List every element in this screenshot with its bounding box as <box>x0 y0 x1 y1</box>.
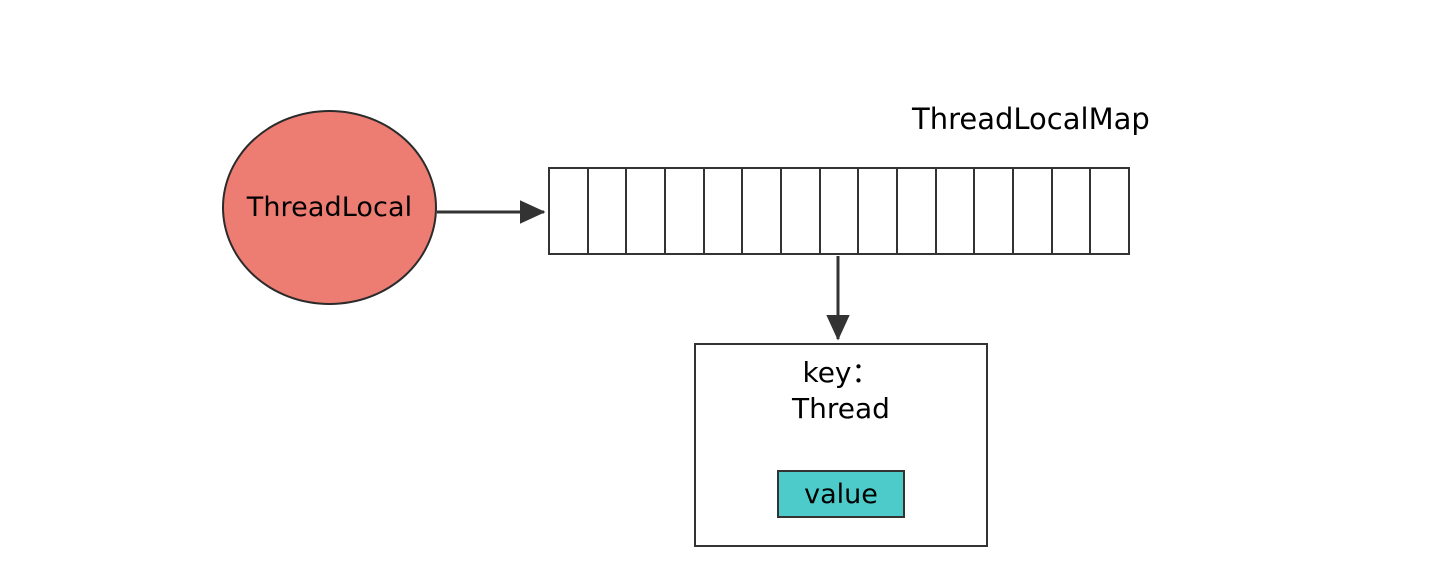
threadlocalmap-caption: ThreadLocalMap <box>912 102 1150 136</box>
map-slot[interactable] <box>896 167 937 255</box>
threadlocal-node[interactable]: ThreadLocal <box>222 110 437 305</box>
entry-value-label: value <box>804 478 878 510</box>
map-slot[interactable] <box>857 167 899 255</box>
threadlocal-node-label: ThreadLocal <box>246 192 413 223</box>
map-slot[interactable] <box>702 167 744 255</box>
map-slot[interactable] <box>1012 167 1053 255</box>
entry-key-label: key： Thread <box>792 356 890 425</box>
entry-value-box[interactable]: value <box>777 470 905 518</box>
entry-box[interactable]: key： Thread value <box>694 343 988 547</box>
map-slot[interactable] <box>1089 167 1131 255</box>
map-slot[interactable] <box>818 167 860 255</box>
map-slot[interactable] <box>934 167 976 255</box>
map-slot[interactable] <box>973 167 1015 255</box>
threadlocalmap-array <box>548 167 1131 255</box>
map-slot[interactable] <box>780 167 821 255</box>
map-slot[interactable] <box>625 167 667 255</box>
map-slot[interactable] <box>586 167 628 255</box>
map-slot[interactable] <box>741 167 783 255</box>
map-slot[interactable] <box>664 167 705 255</box>
map-slot[interactable] <box>1050 167 1092 255</box>
map-slot[interactable] <box>548 167 589 255</box>
